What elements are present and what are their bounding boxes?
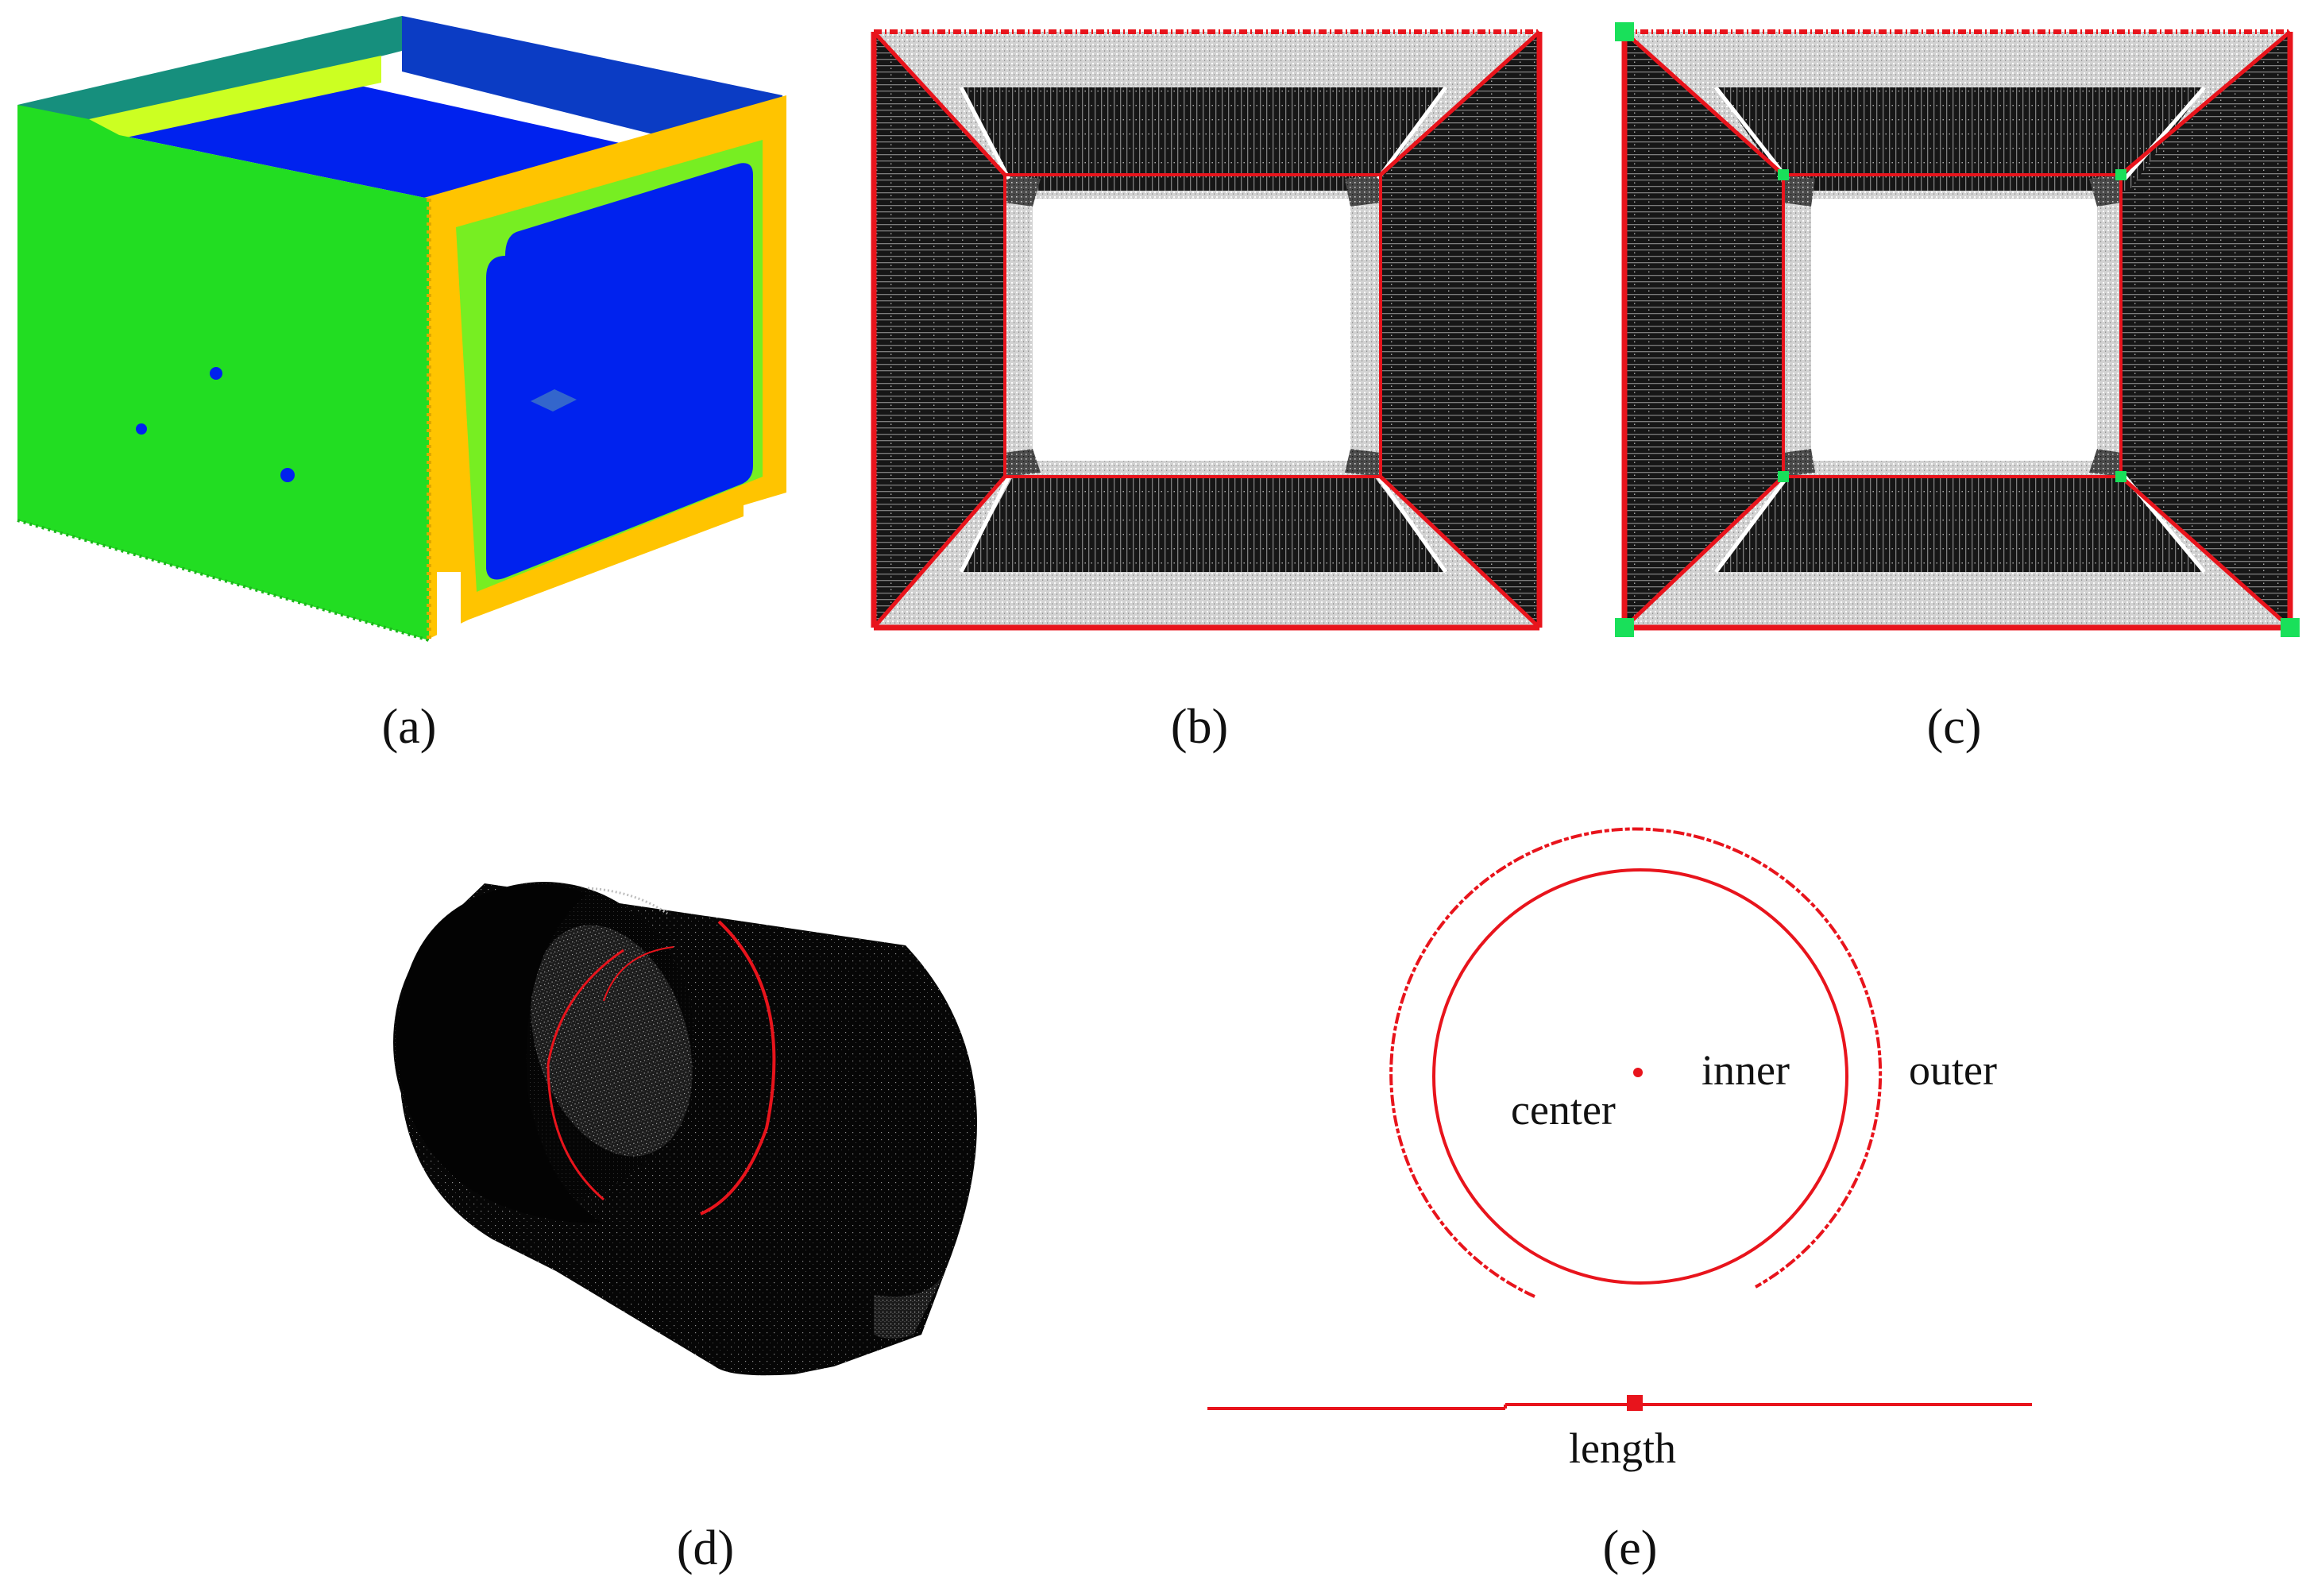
center-point [1633, 1068, 1643, 1077]
corner-chamfer [1005, 449, 1041, 477]
bevel-line [1714, 86, 1789, 180]
corner-chamfer [1783, 175, 1815, 207]
corner-marker [1615, 618, 1634, 637]
inner-circle [1432, 868, 1848, 1285]
box-left-face-green [17, 105, 429, 640]
red-diag [1379, 30, 1541, 176]
red-diag [1623, 475, 1785, 629]
red-arc-mid [603, 946, 674, 1002]
label-center: center [1511, 1086, 1616, 1134]
corner-chamfer [2089, 175, 2121, 207]
caption-a: (a) [381, 700, 437, 754]
label-length: length [1569, 1424, 1676, 1472]
red-diag [2119, 475, 2292, 629]
corner-chamfer [1345, 175, 1381, 207]
caption-b: (b) [1170, 700, 1229, 754]
corner-marker [2115, 169, 2126, 180]
box-hole [280, 468, 295, 482]
cylinder-interior [531, 925, 693, 1157]
red-edge-lines [1621, 29, 2293, 631]
red-diag [872, 475, 1006, 629]
corner-marker [2281, 618, 2300, 637]
bevel-line [1376, 475, 1448, 574]
caption-c: (c) [1926, 700, 1982, 754]
bevel-line [959, 475, 1011, 574]
label-inner: inner [1701, 1046, 1790, 1094]
red-arc-outer [700, 920, 776, 1215]
label-outer: outer [1909, 1046, 1997, 1094]
box-hole [210, 367, 222, 380]
bevel-line [2123, 86, 2206, 180]
box-front-panel-blue [486, 163, 753, 580]
cloud-top-wall [961, 87, 1446, 191]
red-diag [2119, 30, 2292, 176]
panel-c-corner-detection [1615, 22, 2300, 637]
bevel-line [1376, 86, 1448, 180]
cylinder-lip [874, 1271, 945, 1339]
corner-marker [1615, 22, 1634, 41]
corner-chamfer [2089, 449, 2121, 477]
caption-e: (e) [1602, 1521, 1658, 1575]
box-panel-marker [531, 389, 577, 412]
cloud-left-wall [874, 32, 1005, 628]
panel-a-box-segmentation [17, 16, 786, 642]
red-diag [872, 30, 1006, 176]
cloud-inner-opening [1033, 199, 1350, 461]
corner-chamfer [1005, 175, 1041, 207]
box-hole [136, 423, 147, 435]
box-gap [437, 572, 461, 636]
cylinder-cap-shadow [397, 884, 604, 1223]
cloud-inner-opening [1811, 199, 2097, 461]
caption-d: (d) [676, 1521, 735, 1575]
box-top-teal-strip [17, 16, 402, 131]
cloud-right-wall [1381, 32, 1539, 628]
red-diag [1379, 475, 1541, 629]
corner-chamfer [1345, 449, 1381, 477]
red-diag [1623, 30, 1785, 176]
panel-e-circle-fitting [1207, 827, 2032, 1411]
green-corner-markers [1615, 22, 2300, 637]
panel-b-edge-detection [871, 29, 1543, 631]
corner-marker [1778, 471, 1789, 482]
bevel-line [1714, 475, 1789, 574]
outer-arc [1389, 827, 1883, 1298]
red-inner-rect [1782, 173, 2123, 478]
red-arc-inner [547, 949, 624, 1201]
cloud-bottom-wall [1716, 477, 2204, 572]
corner-chamfer [1783, 449, 1815, 477]
bevel-line [959, 86, 1011, 180]
cloud-left-wall [1624, 32, 1783, 628]
red-inner-rect [1003, 173, 1382, 478]
red-edge-lines [871, 29, 1543, 631]
box-edge-grain [17, 519, 430, 642]
cloud-right-wall [2121, 32, 2290, 628]
box-lime-strip [89, 56, 381, 139]
cloud-bottom-wall [961, 477, 1446, 572]
cloud-top-wall [1716, 87, 2204, 191]
corner-marker [2115, 471, 2126, 482]
scan-streak [587, 887, 668, 915]
length-marker [1627, 1395, 1643, 1411]
panel-d-cylinder-cloud [393, 882, 978, 1376]
corner-marker [1778, 169, 1789, 180]
